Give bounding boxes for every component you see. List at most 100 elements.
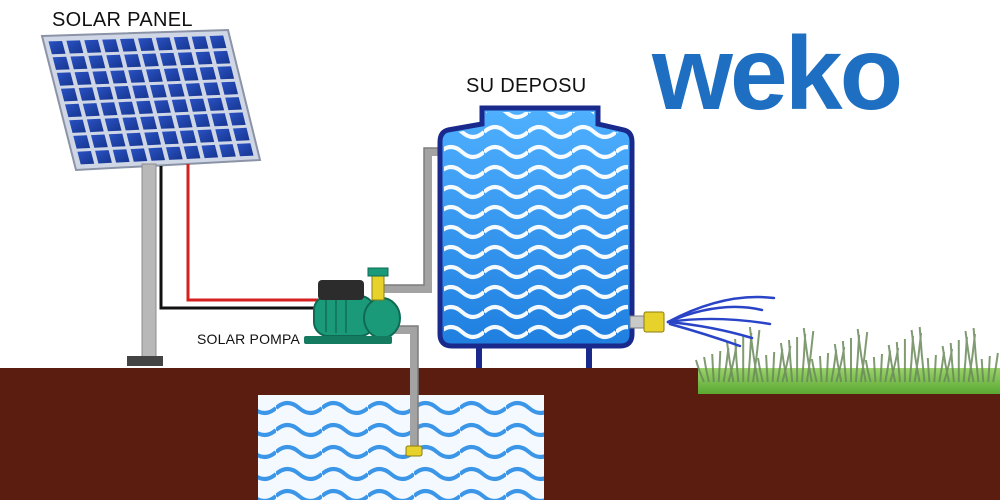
grass-blade bbox=[825, 352, 830, 383]
negative-wire bbox=[159, 166, 318, 310]
panel-cell bbox=[177, 52, 195, 66]
grass-blade bbox=[765, 354, 769, 383]
panel-cell bbox=[213, 50, 231, 64]
panel-cell bbox=[189, 98, 207, 112]
water-tank bbox=[437, 105, 635, 368]
panel-cell bbox=[183, 145, 201, 159]
panel-cell bbox=[132, 85, 149, 99]
well bbox=[258, 395, 544, 500]
grass-blade bbox=[802, 327, 813, 383]
panel-cell bbox=[70, 56, 88, 70]
panel-cell bbox=[78, 87, 96, 101]
grass-blade bbox=[841, 340, 848, 383]
panel-cell bbox=[166, 146, 183, 160]
brand-logo: weko bbox=[652, 16, 903, 132]
panel-cell bbox=[52, 56, 70, 70]
grass-blade bbox=[879, 353, 883, 383]
panel-cell bbox=[158, 115, 175, 129]
grass-blade bbox=[941, 345, 950, 383]
panel-cell bbox=[126, 132, 144, 147]
panel-cell bbox=[219, 144, 236, 158]
grass-blade bbox=[856, 328, 867, 383]
panel-cell bbox=[106, 54, 124, 68]
grass-blade bbox=[771, 351, 776, 383]
panel-cell bbox=[154, 100, 171, 114]
grass-blade bbox=[872, 356, 877, 383]
panel-cell bbox=[73, 135, 91, 149]
panel-cell bbox=[197, 129, 215, 143]
panel-cell bbox=[163, 68, 181, 82]
outlet-tap bbox=[629, 311, 665, 333]
panel-cell bbox=[100, 102, 118, 116]
panel-cell bbox=[112, 149, 130, 163]
grass-blade bbox=[910, 329, 921, 383]
panel-cell bbox=[84, 39, 102, 53]
grass-field bbox=[695, 326, 1000, 394]
panel-cell bbox=[209, 35, 227, 49]
panel-cell bbox=[195, 51, 213, 65]
grass-blade bbox=[711, 353, 715, 383]
panel-cell bbox=[175, 114, 193, 128]
grass-blade bbox=[805, 330, 815, 383]
panel-cell bbox=[146, 69, 163, 83]
panel-cell bbox=[114, 86, 132, 100]
grass-blade bbox=[933, 354, 937, 383]
grass-blade bbox=[726, 341, 735, 383]
panel-cell bbox=[171, 99, 189, 113]
panel-cell bbox=[225, 97, 242, 111]
panel-cell bbox=[140, 116, 157, 130]
grass-blade bbox=[703, 356, 710, 383]
pipes bbox=[376, 148, 446, 448]
panel-cell bbox=[102, 39, 120, 53]
panel-cell bbox=[155, 37, 173, 51]
panel-cell bbox=[48, 41, 66, 55]
grass-blade bbox=[717, 350, 722, 383]
solar-panel bbox=[40, 28, 262, 172]
panel-cell bbox=[159, 52, 177, 66]
foot-valve bbox=[405, 445, 423, 457]
panel-cell bbox=[173, 36, 191, 50]
panel-cell bbox=[66, 40, 84, 54]
grass-blade bbox=[992, 352, 999, 383]
panel-cell bbox=[74, 71, 92, 85]
positive-wire bbox=[186, 164, 318, 302]
panel-cell bbox=[207, 97, 225, 111]
panel-cell bbox=[91, 134, 108, 148]
grass-blade bbox=[833, 343, 843, 383]
water-tank-label: SU DEPOSU bbox=[466, 75, 587, 97]
panel-cell bbox=[77, 151, 95, 165]
panel-cell bbox=[150, 84, 167, 98]
grass-blade bbox=[980, 358, 985, 383]
panel-cell bbox=[142, 53, 159, 67]
panel-cell bbox=[191, 36, 209, 50]
panel-cell bbox=[86, 118, 104, 133]
grass-blade bbox=[748, 326, 759, 383]
panel-cell bbox=[201, 144, 219, 159]
solar-panel-label: SOLAR PANEL bbox=[52, 9, 193, 31]
grass-blade bbox=[810, 358, 818, 383]
panel-cell bbox=[203, 82, 221, 96]
panel-cell bbox=[118, 101, 136, 115]
panel-cell bbox=[128, 69, 145, 83]
grass-blade bbox=[788, 339, 794, 383]
panel-cell bbox=[167, 83, 185, 97]
panel-cell bbox=[82, 103, 100, 117]
grass-blade bbox=[987, 355, 991, 383]
panel-cell bbox=[179, 130, 197, 144]
grass-blade bbox=[895, 341, 901, 383]
grass-blade bbox=[819, 355, 823, 383]
panel-cell bbox=[130, 148, 148, 162]
panel-cell bbox=[185, 83, 203, 97]
panel-cell bbox=[211, 113, 228, 127]
panel-cell bbox=[65, 103, 82, 118]
panel-cell bbox=[95, 150, 112, 164]
panel-cell bbox=[122, 117, 140, 131]
grass-blade bbox=[887, 344, 897, 383]
panel-cell bbox=[56, 72, 74, 86]
panel-cell bbox=[217, 66, 235, 80]
grass-blade bbox=[864, 359, 872, 383]
panel-cell bbox=[108, 133, 126, 147]
panel-cell bbox=[104, 118, 122, 132]
